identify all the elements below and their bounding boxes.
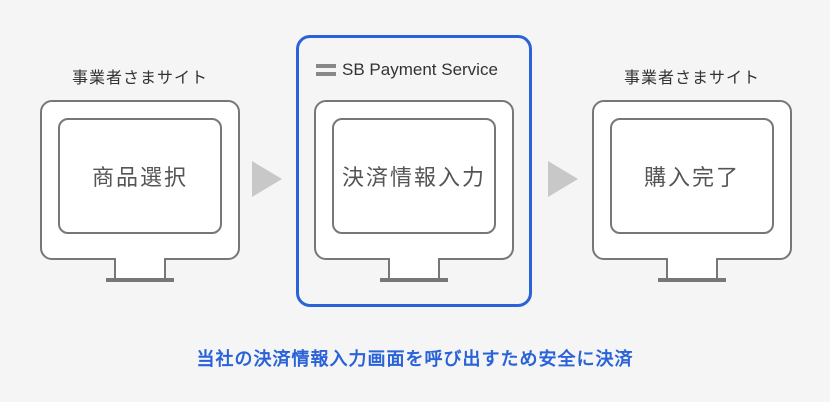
left-monitor-base	[106, 278, 174, 282]
right-monitor-stand	[666, 258, 718, 280]
center-monitor: 決済情報入力	[314, 100, 514, 260]
left-screen: 商品選択	[58, 118, 222, 234]
arrow-right-icon	[252, 161, 282, 197]
caption: 当社の決済情報入力画面を呼び出すため安全に決済	[196, 349, 634, 370]
right-monitor: 購入完了	[592, 100, 792, 260]
left-monitor: 商品選択	[40, 100, 240, 260]
arrow-right-icon	[548, 161, 578, 197]
right-monitor-base	[658, 278, 726, 282]
right-site-label: 事業者さまサイト	[623, 68, 760, 87]
sb-logo-name: Payment Service	[369, 60, 498, 79]
center-screen: 決済情報入力	[332, 118, 496, 234]
sb-logo-prefix: SB	[342, 60, 365, 79]
payment-service-highlight	[296, 35, 532, 307]
left-monitor-stand	[114, 258, 166, 280]
center-monitor-stand	[388, 258, 440, 280]
left-site-label: 事業者さまサイト	[71, 68, 208, 87]
right-screen: 購入完了	[610, 118, 774, 234]
center-monitor-base	[380, 278, 448, 282]
sb-logo-mark-icon	[316, 64, 336, 76]
sb-payment-service-logo: SB Payment Service	[316, 58, 498, 82]
